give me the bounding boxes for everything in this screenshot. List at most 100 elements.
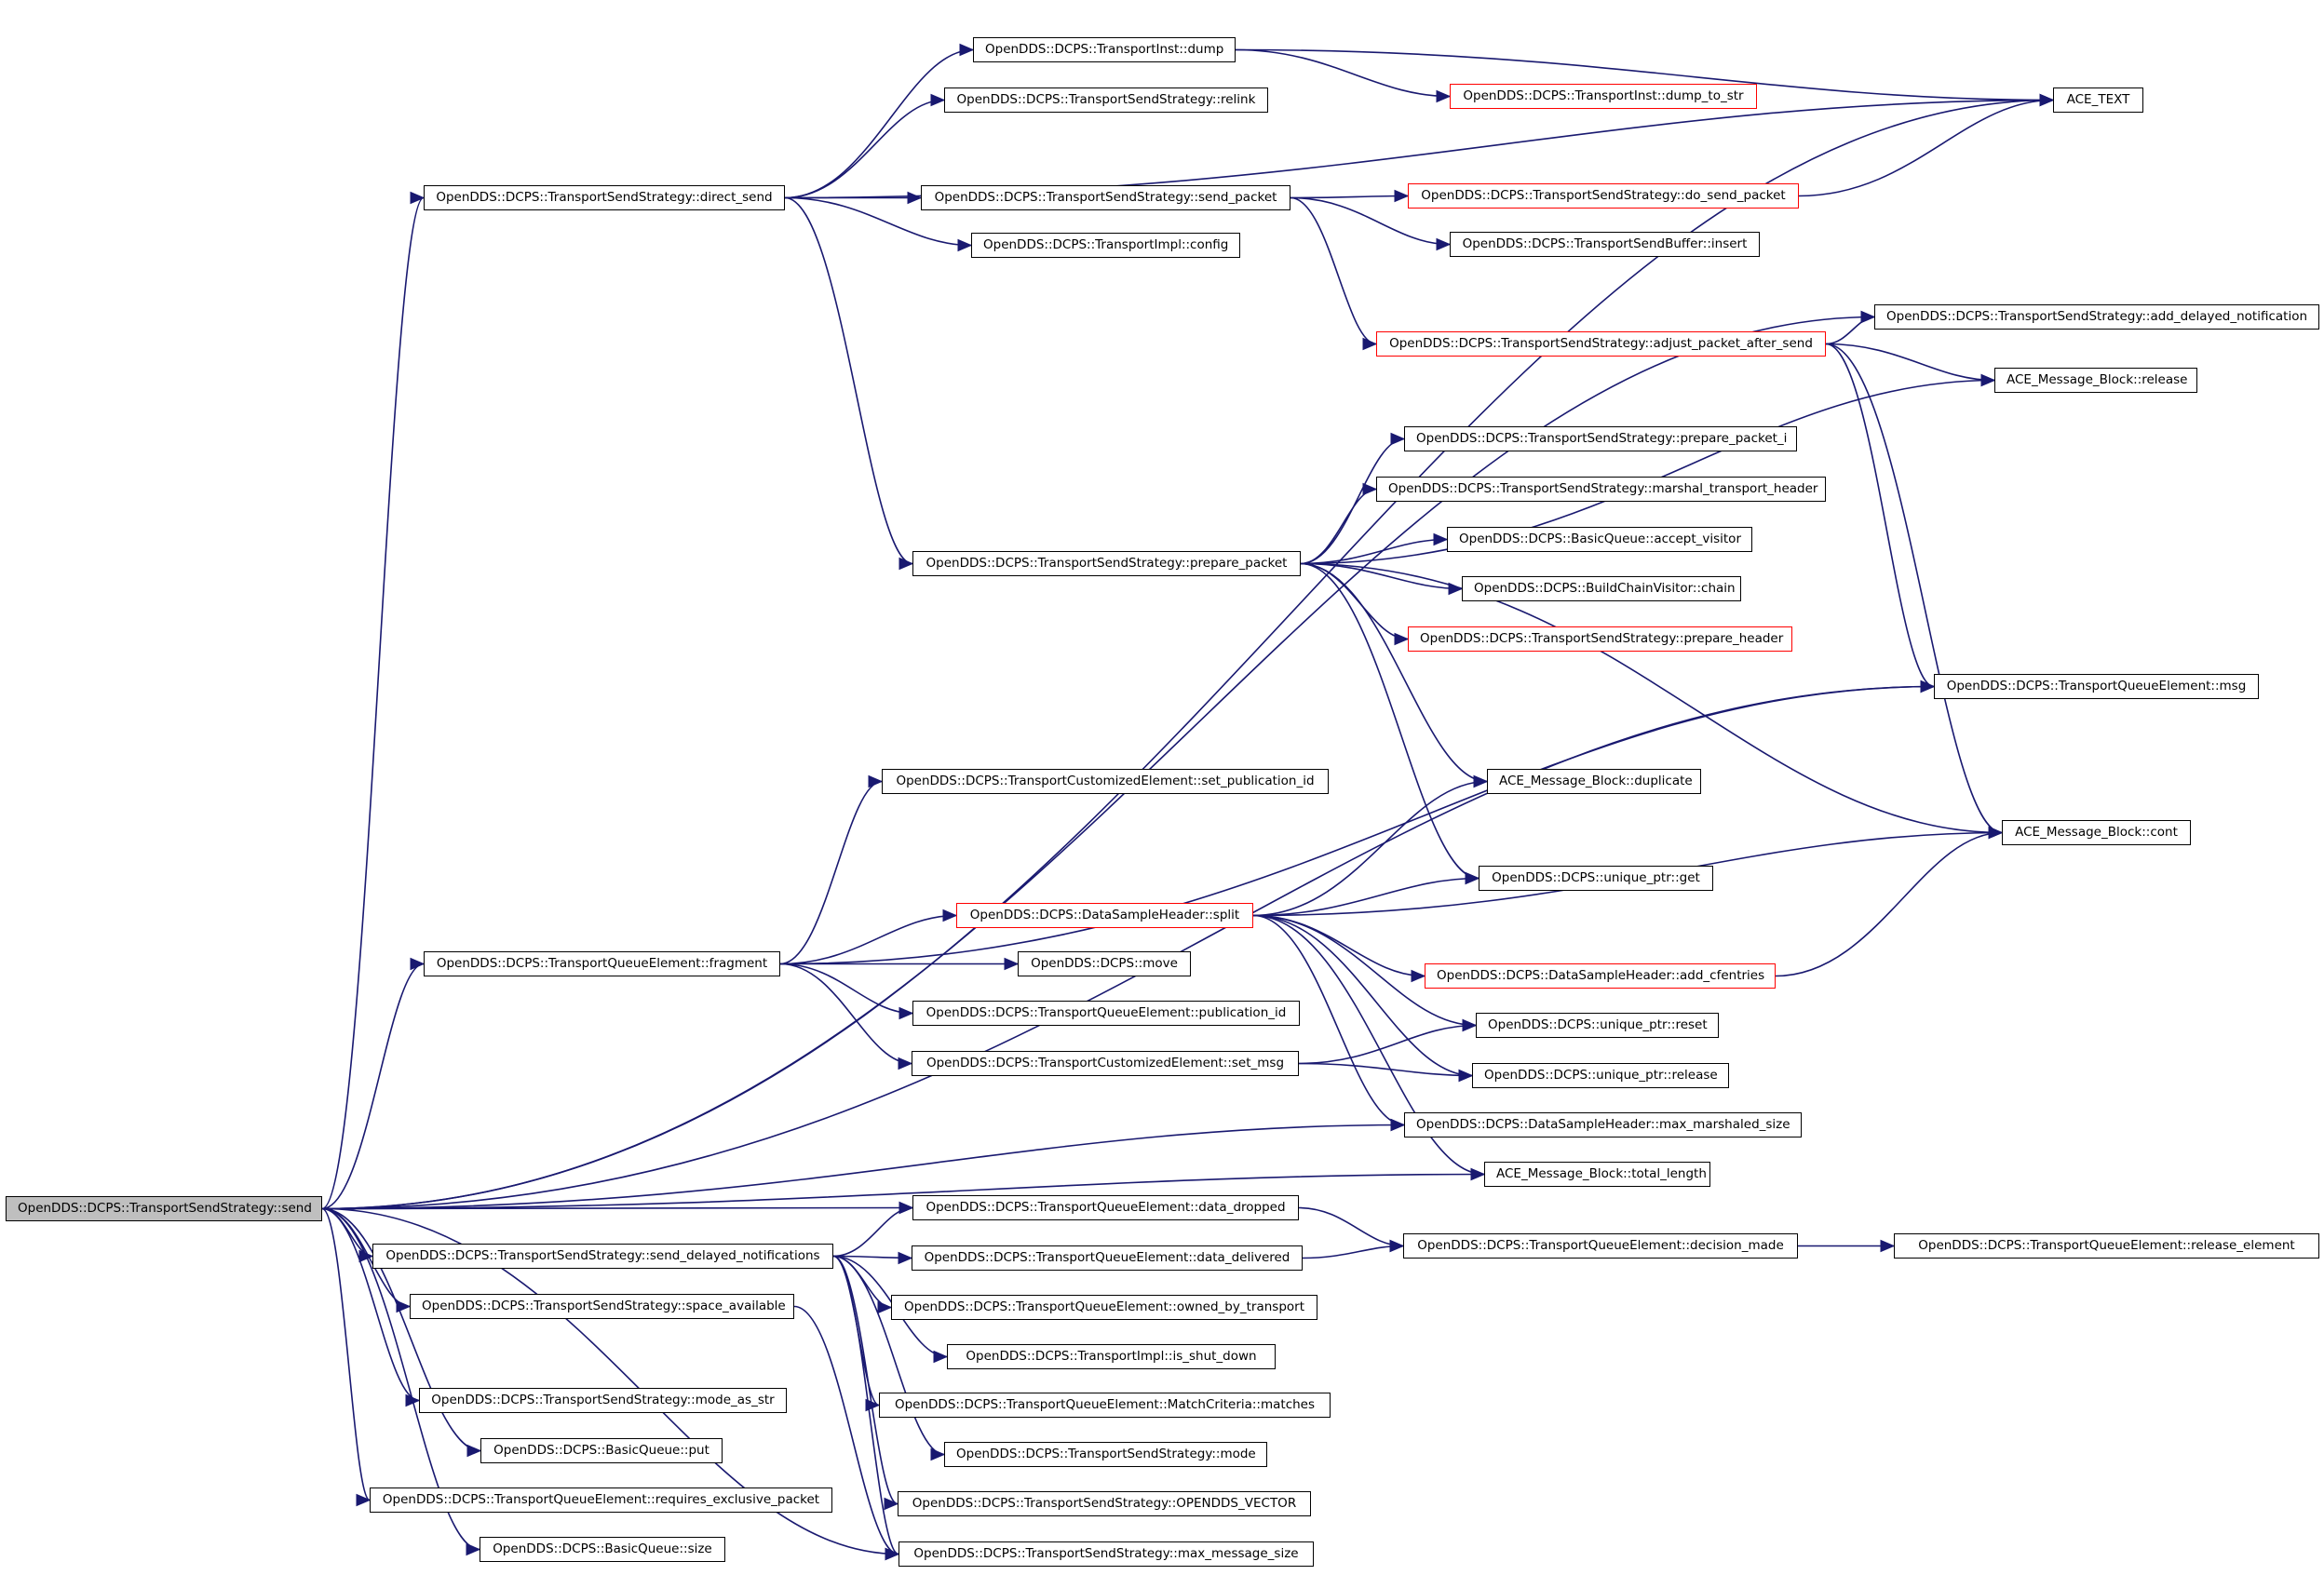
node-up-get[interactable]: OpenDDS::DCPS::unique_ptr::get [1479, 866, 1713, 891]
node-prepare-header[interactable]: OpenDDS::DCPS::TransportSendStrategy::pr… [1408, 626, 1792, 652]
edge-fragment-to-set-pub-id [779, 780, 883, 965]
arrowhead-icon [899, 1201, 914, 1215]
node-max-marshaled[interactable]: OpenDDS::DCPS::DataSampleHeader::max_mar… [1404, 1112, 1802, 1138]
node-tsb-insert[interactable]: OpenDDS::DCPS::TransportSendBuffer::inse… [1450, 232, 1760, 257]
node-bq-put[interactable]: OpenDDS::DCPS::BasicQueue::put [480, 1438, 723, 1463]
node-do-send-packet[interactable]: OpenDDS::DCPS::TransportSendStrategy::do… [1408, 183, 1799, 209]
edge-adjust-to-mb-release [1825, 343, 1995, 382]
edge-direct-send-to-relink [784, 99, 945, 199]
edge-send-delayed-to-mode [832, 1255, 945, 1456]
edge-ti-dump-to-dump-to-str [1235, 48, 1451, 98]
node-add-delayed[interactable]: OpenDDS::DCPS::TransportSendStrategy::ad… [1874, 304, 2319, 330]
edge-send-to-requires-exclusive [321, 1207, 371, 1501]
edge-data-delivered-to-decision-made [1302, 1245, 1404, 1259]
node-release-element[interactable]: OpenDDS::DCPS::TransportQueueElement::re… [1894, 1233, 2319, 1259]
edge-send-packet-to-do-send-packet [1290, 195, 1409, 199]
node-ti-config[interactable]: OpenDDS::DCPS::TransportImpl::config [971, 233, 1240, 258]
node-data-dropped[interactable]: OpenDDS::DCPS::TransportQueueElement::da… [912, 1195, 1299, 1220]
node-mode-as-str[interactable]: OpenDDS::DCPS::TransportSendStrategy::mo… [419, 1388, 787, 1413]
edge-split-to-up-reset [1252, 914, 1477, 1027]
edge-fragment-to-tqe-pub-id [779, 962, 913, 1015]
node-send-packet[interactable]: OpenDDS::DCPS::TransportSendStrategy::se… [921, 185, 1290, 210]
node-tqe-pub-id[interactable]: OpenDDS::DCPS::TransportQueueElement::pu… [912, 1001, 1300, 1026]
arrowhead-icon [1462, 1018, 1478, 1032]
node-matches[interactable]: OpenDDS::DCPS::TransportQueueElement::Ma… [879, 1393, 1331, 1418]
edge-space-available-to-max-message-size [793, 1305, 899, 1555]
edge-send-to-max-message-size [321, 1207, 899, 1555]
node-set-msg[interactable]: OpenDDS::DCPS::TransportCustomizedElemen… [912, 1051, 1299, 1076]
node-total-length[interactable]: ACE_Message_Block::total_length [1484, 1162, 1710, 1187]
node-mb-cont[interactable]: ACE_Message_Block::cont [2002, 820, 2191, 845]
edge-send-delayed-to-matches [832, 1255, 880, 1407]
node-mb-duplicate[interactable]: ACE_Message_Block::duplicate [1487, 769, 1701, 794]
edge-send-packet-to-adjust [1290, 196, 1377, 345]
node-dump-to-str[interactable]: OpenDDS::DCPS::TransportInst::dump_to_st… [1450, 84, 1757, 109]
edge-send-to-max-marshaled [321, 1124, 1405, 1210]
node-bq-size[interactable]: OpenDDS::DCPS::BasicQueue::size [480, 1537, 725, 1562]
node-adjust[interactable]: OpenDDS::DCPS::TransportSendStrategy::ad… [1376, 331, 1826, 357]
node-tqe-msg[interactable]: OpenDDS::DCPS::TransportQueueElement::ms… [1934, 674, 2259, 699]
edge-send-packet-to-tsb-insert [1290, 196, 1451, 246]
arrowhead-icon [356, 1493, 372, 1507]
node-up-release[interactable]: OpenDDS::DCPS::unique_ptr::release [1472, 1063, 1729, 1088]
node-prepare-packet-i[interactable]: OpenDDS::DCPS::TransportSendStrategy::pr… [1404, 426, 1797, 451]
arrowhead-icon [959, 43, 975, 57]
node-ti-dump[interactable]: OpenDDS::DCPS::TransportInst::dump [973, 37, 1236, 62]
edge-send-to-bq-put [321, 1207, 481, 1452]
arrowhead-icon [930, 93, 946, 107]
node-relink[interactable]: OpenDDS::DCPS::TransportSendStrategy::re… [944, 88, 1268, 113]
node-opendds-vector[interactable]: OpenDDS::DCPS::TransportSendStrategy::OP… [898, 1491, 1311, 1516]
edge-send-to-data-dropped [321, 1206, 913, 1210]
arrowhead-icon [1004, 957, 1020, 971]
node-move[interactable]: OpenDDS::DCPS::move [1018, 951, 1191, 976]
edge-prepare-packet-to-mb-cont [1300, 562, 2003, 834]
edge-send-to-direct-send [321, 196, 425, 1210]
edge-send-delayed-to-max-message-size [832, 1255, 899, 1555]
node-requires-exclusive[interactable]: OpenDDS::DCPS::TransportQueueElement::re… [370, 1488, 832, 1513]
edge-direct-send-to-ti-config [784, 196, 972, 247]
edge-set-msg-to-up-release [1298, 1062, 1473, 1077]
arrowhead-icon [466, 1542, 481, 1556]
node-data-delivered[interactable]: OpenDDS::DCPS::TransportQueueElement::da… [912, 1245, 1303, 1271]
edge-direct-send-to-ti-dump [784, 48, 974, 199]
node-fragment[interactable]: OpenDDS::DCPS::TransportQueueElement::fr… [424, 951, 780, 976]
node-is-shut-down[interactable]: OpenDDS::DCPS::TransportImpl::is_shut_do… [947, 1344, 1276, 1369]
arrowhead-icon [1920, 680, 1936, 693]
node-max-message-size[interactable]: OpenDDS::DCPS::TransportSendStrategy::ma… [899, 1541, 1314, 1567]
edge-send-to-tqe-msg [321, 685, 1935, 1210]
node-set-pub-id[interactable]: OpenDDS::DCPS::TransportCustomizedElemen… [882, 769, 1329, 794]
edge-do-send-packet-to-ace-text [1798, 99, 2054, 197]
arrowhead-icon [1433, 532, 1449, 546]
node-prepare-packet[interactable]: OpenDDS::DCPS::TransportSendStrategy::pr… [912, 551, 1301, 576]
node-decision-made[interactable]: OpenDDS::DCPS::TransportQueueElement::de… [1403, 1233, 1798, 1259]
edge-split-to-up-release [1252, 914, 1473, 1077]
arrowhead-icon [957, 238, 973, 252]
node-accept-visitor[interactable]: OpenDDS::DCPS::BasicQueue::accept_visito… [1447, 527, 1752, 552]
node-mode[interactable]: OpenDDS::DCPS::TransportSendStrategy::mo… [944, 1442, 1267, 1467]
node-owned-by-transport[interactable]: OpenDDS::DCPS::TransportQueueElement::ow… [891, 1295, 1317, 1320]
node-direct-send[interactable]: OpenDDS::DCPS::TransportSendStrategy::di… [424, 185, 785, 210]
arrowhead-icon [1470, 1167, 1486, 1181]
edge-send-to-fragment [321, 962, 425, 1210]
arrowhead-icon [899, 1006, 914, 1020]
arrowhead-icon [933, 1350, 949, 1364]
node-ace-text[interactable]: ACE_TEXT [2053, 88, 2143, 113]
arrowhead-icon [1880, 1239, 1896, 1253]
node-mb-release[interactable]: ACE_Message_Block::release [1994, 368, 2197, 393]
arrowhead-icon [898, 1251, 913, 1265]
node-space-available[interactable]: OpenDDS::DCPS::TransportSendStrategy::sp… [410, 1294, 794, 1319]
node-send[interactable]: OpenDDS::DCPS::TransportSendStrategy::se… [6, 1196, 322, 1221]
node-split[interactable]: OpenDDS::DCPS::DataSampleHeader::split [956, 903, 1253, 928]
edge-prepare-packet-to-accept-visitor [1300, 538, 1448, 565]
node-chain[interactable]: OpenDDS::DCPS::BuildChainVisitor::chain [1462, 576, 1741, 601]
edge-split-to-max-marshaled [1252, 914, 1405, 1126]
arrowhead-icon [396, 1299, 412, 1313]
arrowhead-icon [885, 1547, 900, 1561]
node-send-delayed[interactable]: OpenDDS::DCPS::TransportSendStrategy::se… [372, 1244, 833, 1269]
arrowhead-icon [899, 557, 914, 571]
edge-adjust-to-add-delayed [1825, 316, 1875, 345]
node-marshal[interactable]: OpenDDS::DCPS::TransportSendStrategy::ma… [1376, 477, 1826, 502]
edge-data-dropped-to-decision-made [1298, 1206, 1404, 1247]
node-up-reset[interactable]: OpenDDS::DCPS::unique_ptr::reset [1476, 1013, 1719, 1038]
node-add-cfentries[interactable]: OpenDDS::DCPS::DataSampleHeader::add_cfe… [1425, 963, 1776, 989]
